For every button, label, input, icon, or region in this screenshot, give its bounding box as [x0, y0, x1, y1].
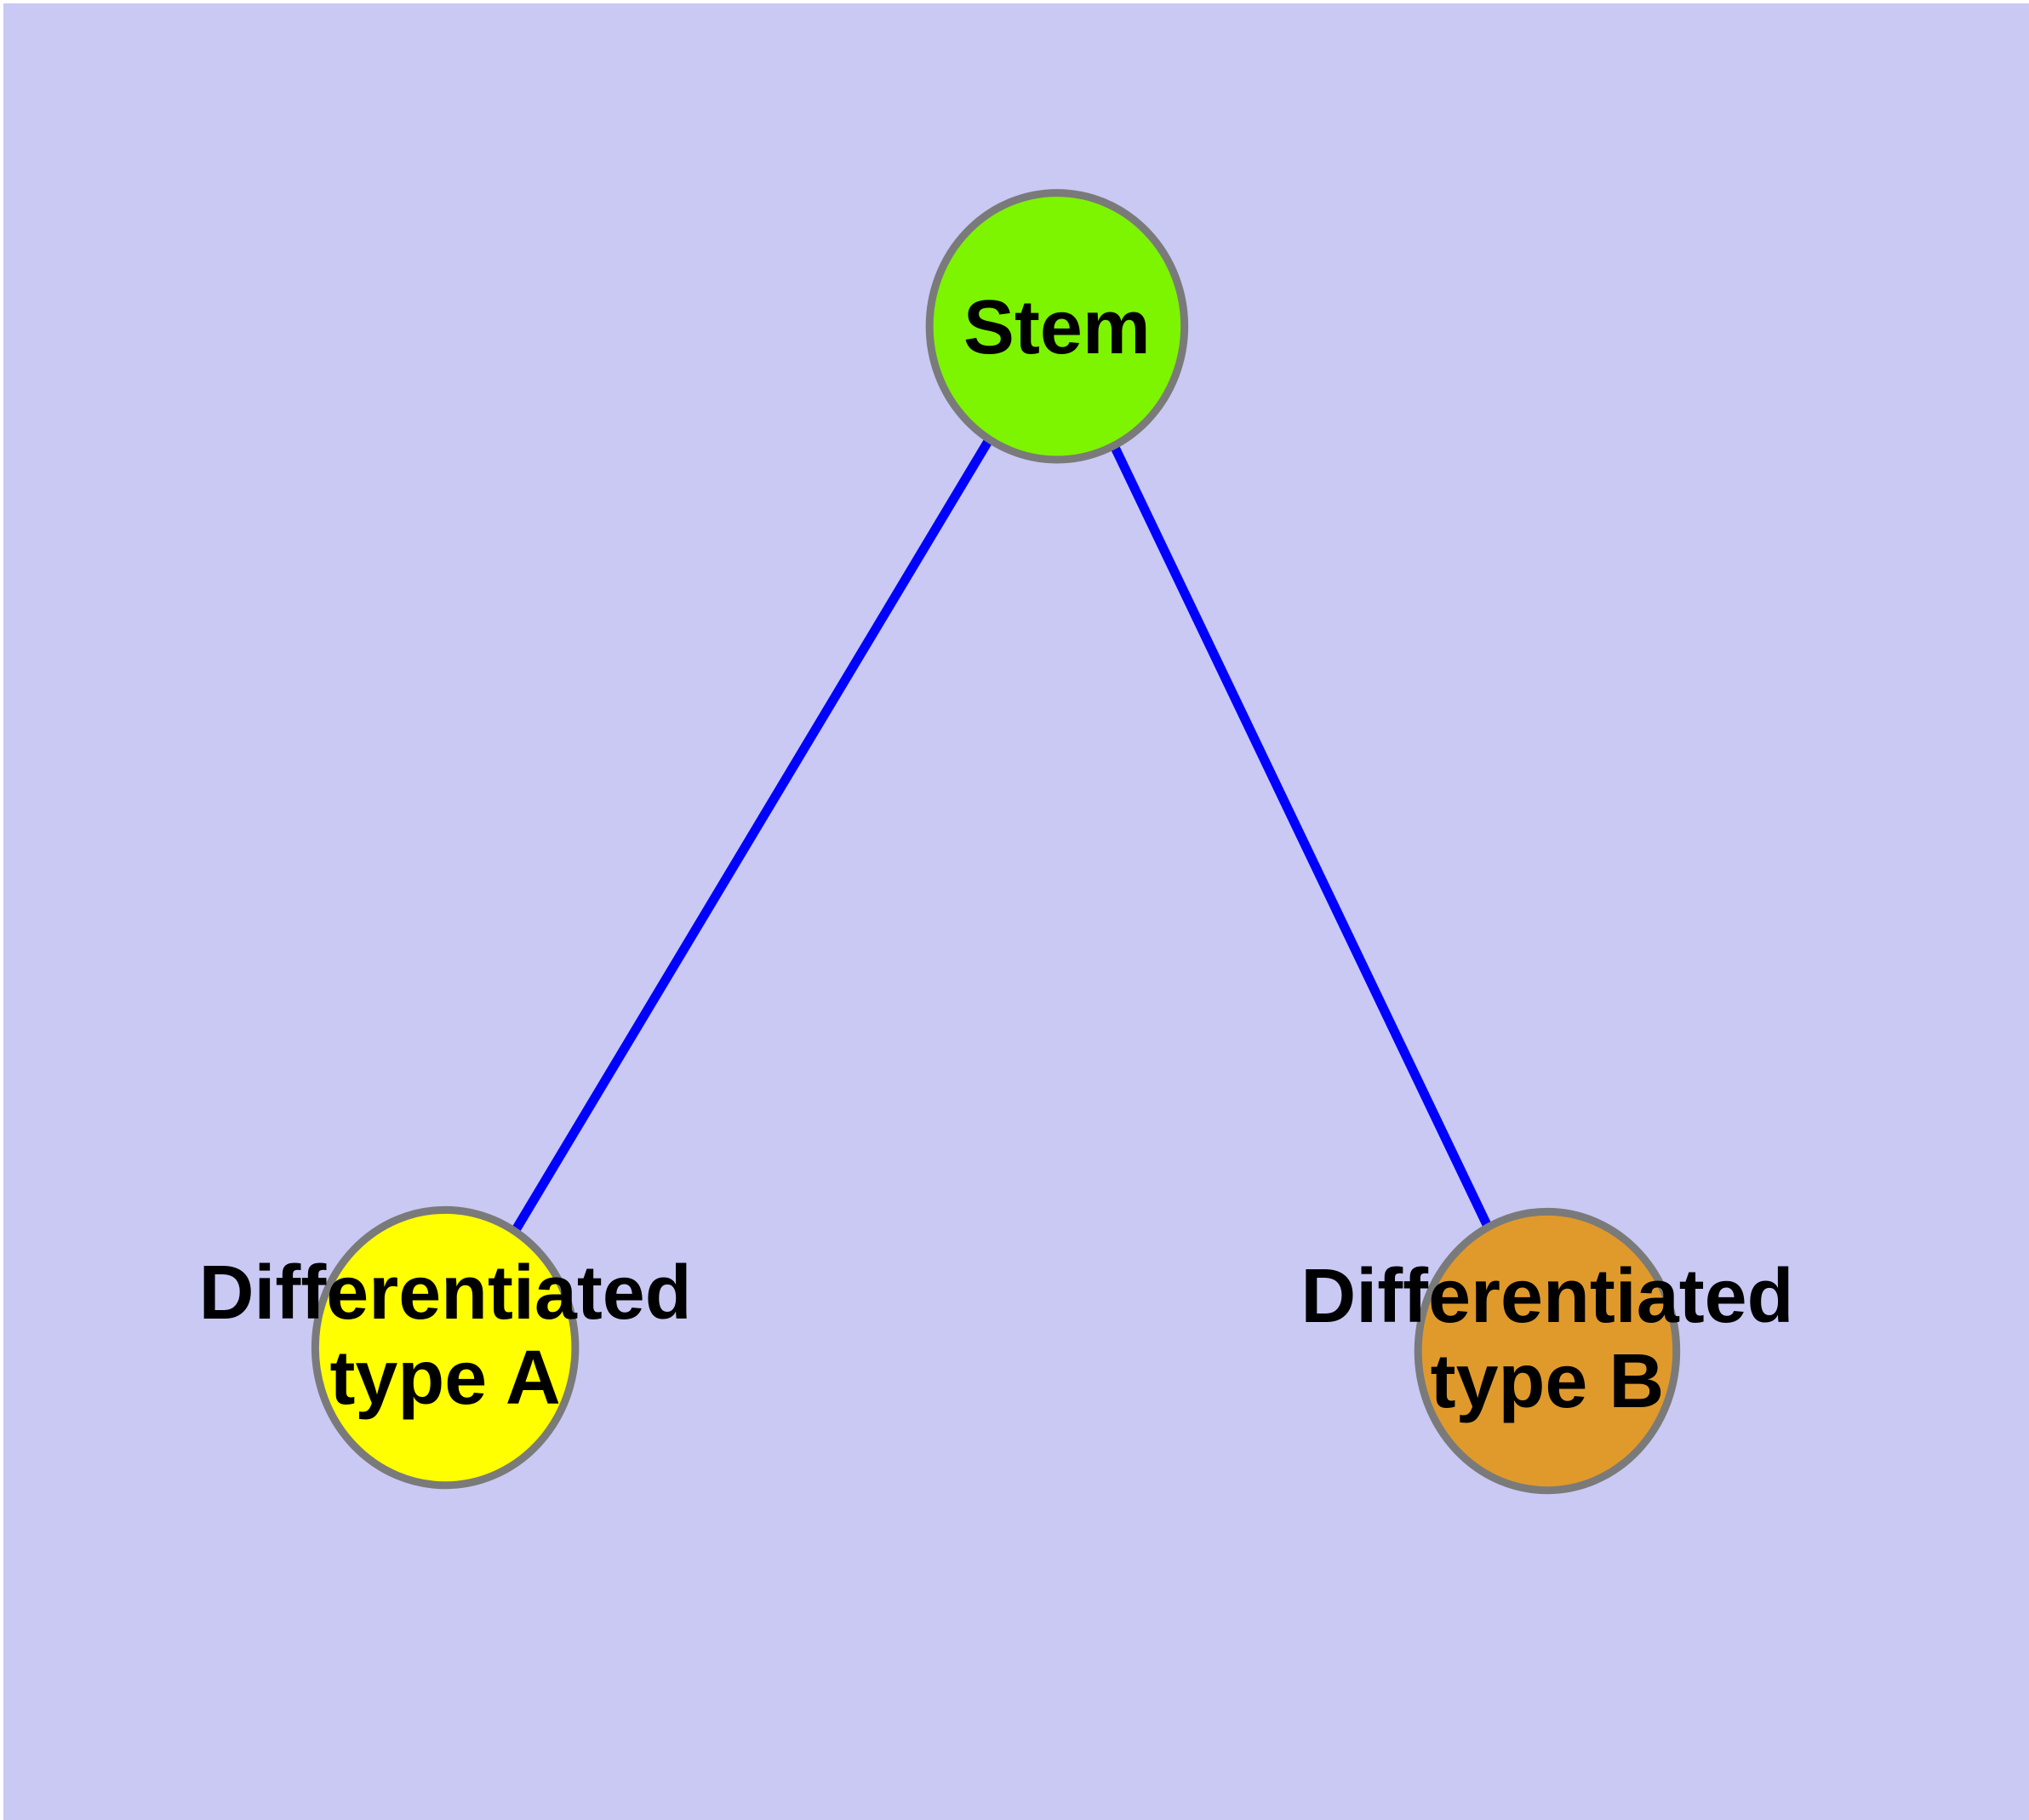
node-typeB-shape: [1414, 1207, 1681, 1495]
node-stem-shape: [925, 189, 1189, 464]
edge-stem-typeA: [441, 323, 1061, 1350]
edge-stem-typeB: [1052, 323, 1552, 1354]
node-stem: Stem: [925, 189, 1189, 464]
node-typeA-shape: [311, 1205, 580, 1490]
node-stem-label: Stem: [963, 285, 1151, 370]
